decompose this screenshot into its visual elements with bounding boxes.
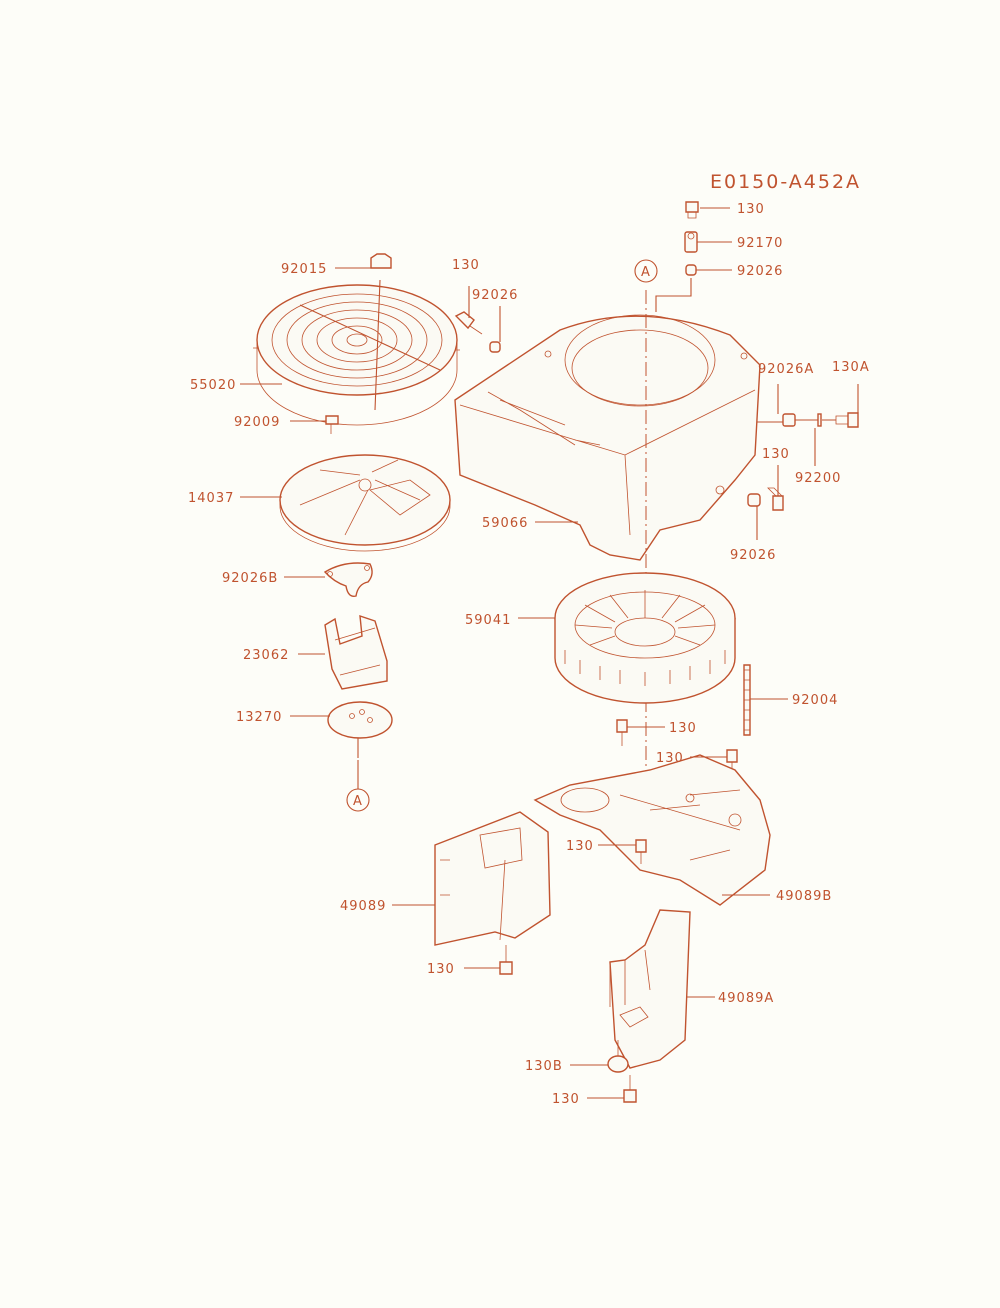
callout-49089A: 49089A [718,991,774,1006]
callout-130A: 130A [832,360,870,375]
callout-92200: 92200 [795,471,841,486]
reference-marker-a-top: A [634,259,658,283]
callout-92009: 92009 [234,415,280,430]
callout-49089B: 49089B [776,889,832,904]
bolt-130-top [685,201,699,219]
callout-130-right: 130 [762,447,790,462]
callout-130-shroud: 130 [566,839,594,854]
callout-92026A: 92026A [758,362,814,377]
flywheel-59041 [554,572,736,704]
collar-92026A [782,413,796,427]
reference-marker-a-bottom: A [346,760,370,812]
screw-92009 [325,415,339,434]
callout-92026-top: 92026 [737,264,783,279]
grommet-130B [607,1040,629,1073]
callout-55020: 55020 [190,378,236,393]
collar-92170 [684,231,698,253]
bolt-130A [835,412,859,428]
stud-92004 [743,664,751,736]
plate-49089A [609,909,691,1069]
bolt-130-cover [499,945,513,975]
callout-130B: 130B [525,1059,563,1074]
bolt-130-shroud [635,839,647,864]
callout-130-upper: 130 [452,258,480,273]
callout-92015: 92015 [281,262,327,277]
fan-14037 [279,454,451,552]
bolt-130-upper [454,311,483,335]
collar-92026-upper [489,341,501,353]
bolt-130-mid-1 [616,719,628,746]
callout-130-bottom: 130 [552,1092,580,1107]
callout-130-top: 130 [737,202,765,217]
callout-92170: 92170 [737,236,783,251]
diagram-code: E0150-A452A [710,171,861,193]
callout-92026-right: 92026 [730,548,776,563]
collar-92026-right [747,493,761,507]
screen-55020 [253,279,460,426]
collar-92026-top [685,264,697,276]
callout-130-cover: 130 [427,962,455,977]
svg-text:A: A [353,794,363,809]
callout-92004: 92004 [792,693,838,708]
callout-59066: 59066 [482,516,528,531]
callout-13270: 13270 [236,710,282,725]
bracket-23062 [324,614,388,690]
svg-text:A: A [641,265,651,280]
shroud-49089B [533,754,771,906]
callout-130-mid-1: 130 [669,721,697,736]
washer-92200 [817,413,822,427]
callout-23062: 23062 [243,648,289,663]
bolt-130-right [767,487,784,511]
housing-59066 [454,314,761,561]
callout-49089: 49089 [340,899,386,914]
callout-92026-upper: 92026 [472,288,518,303]
callout-59041: 59041 [465,613,511,628]
plate-13270 [327,701,393,758]
callout-14037: 14037 [188,491,234,506]
callout-130-mid-2: 130 [656,751,684,766]
nut-92015 [370,253,392,269]
callout-92026B: 92026B [222,571,278,586]
plate-92026B [323,562,373,597]
bolt-130-bottom [623,1075,637,1103]
cover-49089 [434,811,551,946]
